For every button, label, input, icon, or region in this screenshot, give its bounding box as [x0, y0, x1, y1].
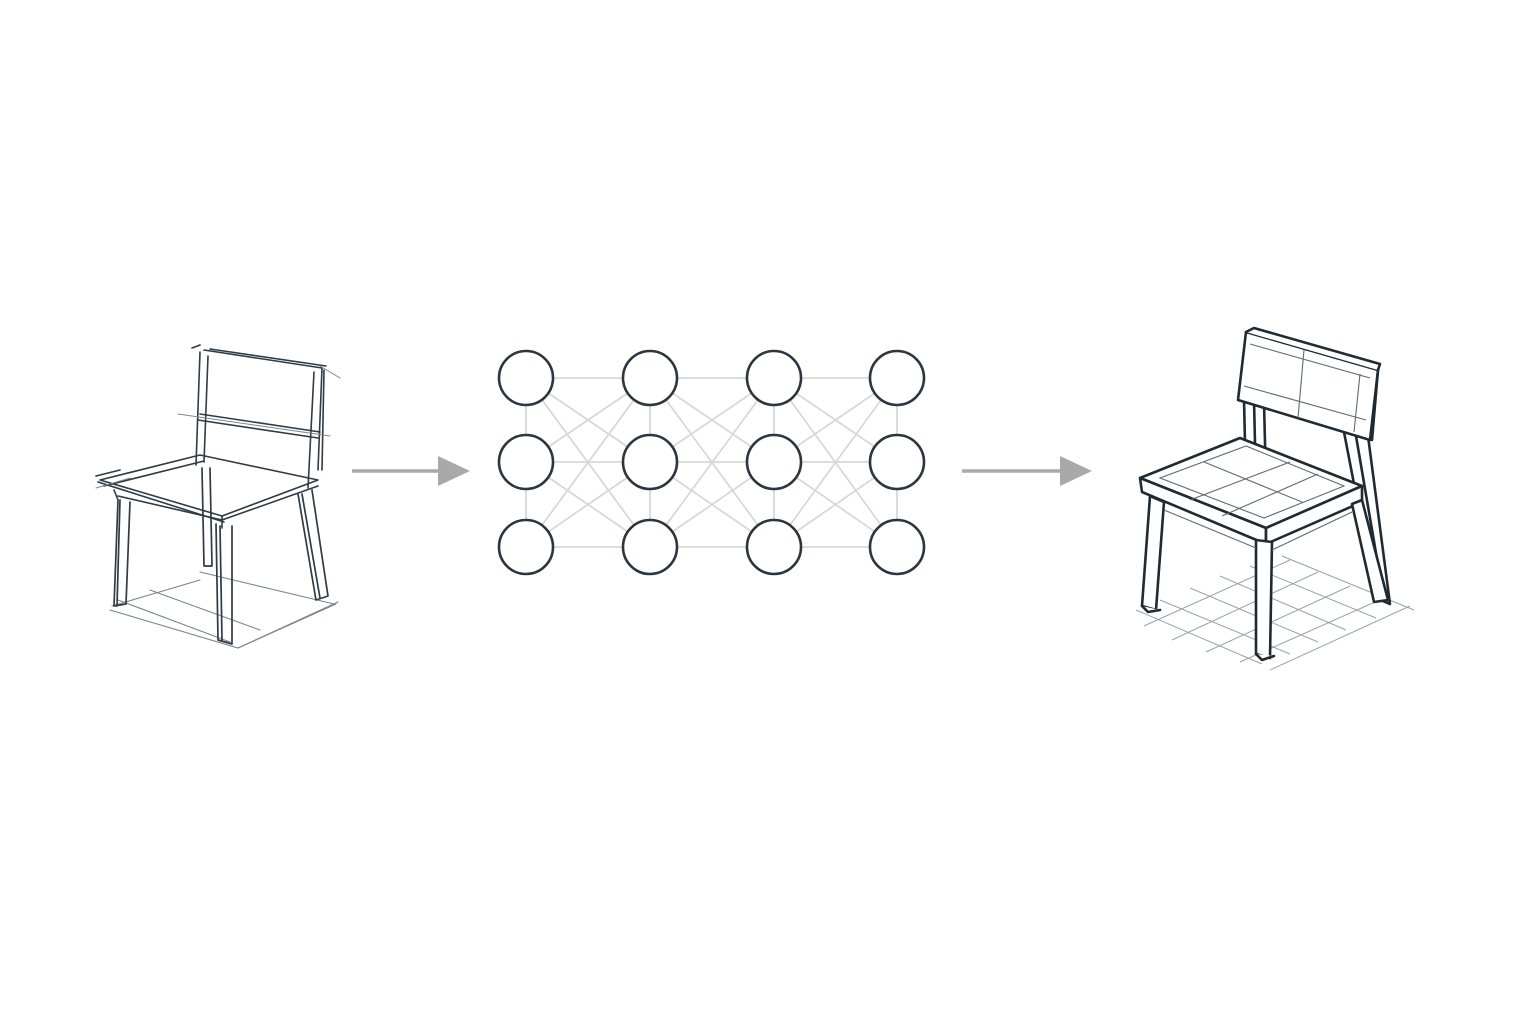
- network-node: [497, 518, 555, 576]
- network-node: [745, 433, 803, 491]
- network-node: [497, 433, 555, 491]
- network-nodes: [497, 349, 926, 576]
- network-node: [868, 433, 926, 491]
- sketched-chair-icon: [95, 344, 341, 649]
- network-node: [745, 349, 803, 407]
- network-node: [497, 349, 555, 407]
- network-node: [868, 349, 926, 407]
- right-arrow-icon: [962, 456, 1092, 486]
- right-arrow-icon: [352, 456, 470, 486]
- network-node: [621, 433, 679, 491]
- neural-network-icon: [497, 349, 926, 576]
- network-edge: [649, 377, 775, 548]
- network-node: [621, 518, 679, 576]
- network-edges: [525, 377, 898, 548]
- network-node: [745, 518, 803, 576]
- network-node: [621, 349, 679, 407]
- network-edge: [525, 377, 651, 548]
- rendered-chair-icon: [1135, 326, 1415, 671]
- network-edge: [773, 377, 898, 548]
- network-node: [868, 518, 926, 576]
